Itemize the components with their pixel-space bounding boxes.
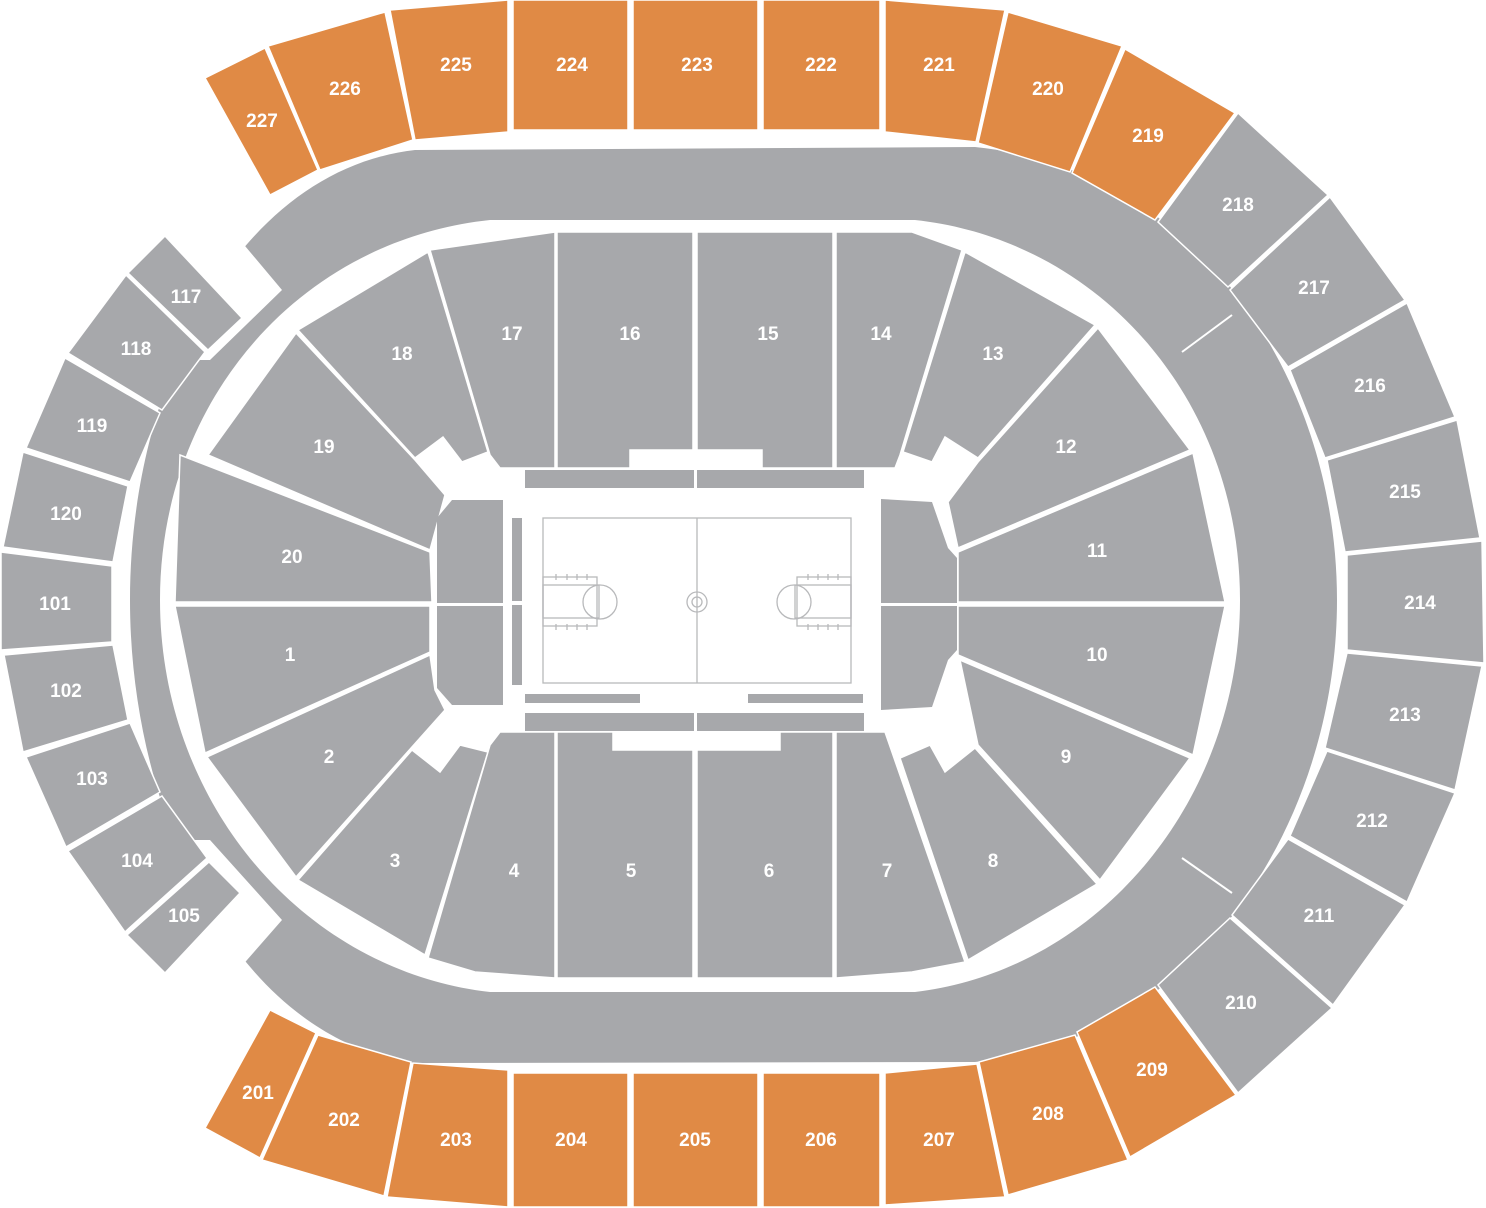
section-shape[interactable] <box>66 273 206 411</box>
section-222[interactable]: 222 <box>762 0 881 131</box>
floor-block[interactable] <box>881 606 957 710</box>
section-shape[interactable] <box>977 11 1124 173</box>
section-shape[interactable] <box>0 551 113 651</box>
section-shape[interactable] <box>556 731 694 979</box>
section-shape[interactable] <box>386 1062 509 1208</box>
section-shape[interactable] <box>174 605 431 755</box>
section-shape[interactable] <box>427 731 556 979</box>
section-shape[interactable] <box>835 731 966 979</box>
section-shape[interactable] <box>1071 47 1237 221</box>
floor-block[interactable] <box>512 605 522 685</box>
section-shape[interactable] <box>1228 195 1407 368</box>
section-shape[interactable] <box>1157 111 1330 289</box>
section-204[interactable]: 204 <box>512 1072 629 1208</box>
section-shape[interactable] <box>66 795 209 934</box>
section-shape[interactable] <box>203 46 319 197</box>
section-6[interactable]: 6 <box>696 731 834 979</box>
section-shape[interactable] <box>884 1063 1006 1206</box>
section-shape[interactable] <box>835 231 963 469</box>
left-key <box>542 584 600 619</box>
section-shape[interactable] <box>429 231 556 469</box>
floor-block[interactable] <box>525 713 694 731</box>
section-shape[interactable] <box>957 451 1226 603</box>
section-shape[interactable] <box>947 326 1192 550</box>
section-shape[interactable] <box>884 0 1006 143</box>
section-shape[interactable] <box>556 231 694 469</box>
section-shape[interactable] <box>3 644 129 753</box>
section-shape[interactable] <box>1230 838 1407 1007</box>
section-shape[interactable] <box>1326 419 1481 553</box>
section-shape[interactable] <box>260 1034 412 1197</box>
section-shape[interactable] <box>205 653 446 879</box>
floor-block[interactable] <box>748 694 863 703</box>
floor-block[interactable] <box>881 499 957 603</box>
floor-block[interactable] <box>697 713 864 731</box>
concourse-divider <box>1181 314 1233 353</box>
section-shape[interactable] <box>632 0 759 131</box>
section-224[interactable]: 224 <box>512 0 629 131</box>
right-key <box>794 584 852 619</box>
floor-block[interactable] <box>697 470 864 488</box>
floor-block[interactable] <box>437 606 503 705</box>
section-shape[interactable] <box>24 722 161 849</box>
section-shape[interactable] <box>206 331 446 552</box>
section-223[interactable]: 223 <box>632 0 759 131</box>
section-shape[interactable] <box>174 453 433 603</box>
section-shape[interactable] <box>266 11 414 171</box>
section-shape[interactable] <box>958 658 1192 882</box>
section-shape[interactable] <box>389 0 509 141</box>
section-15[interactable]: 15 <box>696 231 834 469</box>
section-shape[interactable] <box>126 234 244 352</box>
floor-block[interactable] <box>512 518 522 601</box>
section-shape[interactable] <box>902 250 1097 463</box>
section-shape[interactable] <box>1346 540 1485 664</box>
section-shape[interactable] <box>296 250 489 463</box>
section-shape[interactable] <box>1289 750 1457 904</box>
section-101[interactable]: 101 <box>0 551 113 651</box>
concourse-divider <box>1181 857 1233 894</box>
section-206[interactable]: 206 <box>762 1072 881 1208</box>
section-214[interactable]: 214 <box>1346 540 1485 664</box>
section-shape[interactable] <box>512 0 629 131</box>
section-shape[interactable] <box>762 1072 881 1208</box>
basketball-court <box>542 517 852 684</box>
section-shape[interactable] <box>762 0 881 131</box>
section-shape[interactable] <box>125 860 242 975</box>
section-shape[interactable] <box>1324 652 1483 791</box>
floor-block[interactable] <box>525 694 640 703</box>
floor-block[interactable] <box>437 500 503 603</box>
section-shape[interactable] <box>24 356 161 483</box>
center-circle <box>686 591 708 613</box>
section-shape[interactable] <box>899 744 1099 962</box>
floor-block[interactable] <box>525 470 694 488</box>
section-shape[interactable] <box>1289 301 1457 459</box>
section-shape[interactable] <box>957 605 1226 757</box>
floor-seating <box>437 470 957 731</box>
section-205[interactable]: 205 <box>632 1072 759 1208</box>
section-shape[interactable] <box>512 1072 629 1208</box>
section-shape[interactable] <box>696 731 834 979</box>
section-shape[interactable] <box>2 451 129 563</box>
section-5[interactable]: 5 <box>556 731 694 979</box>
section-shape[interactable] <box>1076 986 1238 1159</box>
section-shape[interactable] <box>978 1034 1130 1196</box>
section-shape[interactable] <box>696 231 834 469</box>
section-16[interactable]: 16 <box>556 231 694 469</box>
section-shape[interactable] <box>1156 916 1334 1095</box>
section-shape[interactable] <box>203 1009 317 1160</box>
section-shape[interactable] <box>632 1072 759 1208</box>
